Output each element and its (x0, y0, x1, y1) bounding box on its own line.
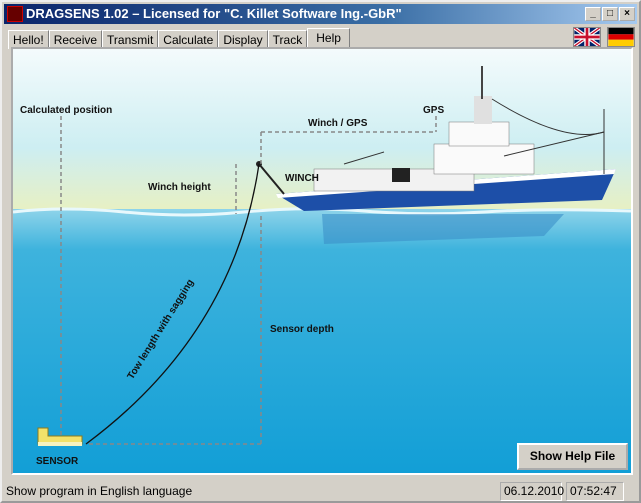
minimize-button[interactable]: _ (585, 7, 601, 21)
status-date: 06.12.2010 (500, 482, 564, 501)
tab-calculate[interactable]: Calculate (158, 30, 219, 49)
window-title: DRAGSENS 1.02 – Licensed for "C. Killet … (26, 6, 402, 21)
winch-gps-label: Winch / GPS (308, 118, 368, 129)
winch-label: WINCH (285, 173, 319, 184)
tab-track[interactable]: Track (267, 30, 308, 49)
status-message: Show program in English language (6, 484, 193, 498)
gps-label: GPS (423, 105, 445, 116)
tab-receive[interactable]: Receive (48, 30, 103, 49)
tab-transmit[interactable]: Transmit (102, 30, 159, 49)
german-flag-icon[interactable] (607, 27, 635, 47)
close-button[interactable]: × (619, 7, 635, 21)
calculated-position-label: Calculated position (20, 105, 113, 116)
show-help-file-button[interactable]: Show Help File (517, 443, 628, 470)
maximize-button[interactable]: □ (602, 7, 618, 21)
title-bar: DRAGSENS 1.02 – Licensed for "C. Killet … (4, 4, 637, 24)
status-time: 07:52:47 (566, 482, 624, 501)
app-icon (7, 6, 23, 22)
winch-height-label: Winch height (148, 182, 211, 193)
tab-display[interactable]: Display (218, 30, 268, 49)
tab-hello[interactable]: Hello! (8, 30, 49, 49)
sensor-depth-label: Sensor depth (270, 324, 334, 335)
tab-help[interactable]: Help (307, 28, 350, 49)
help-diagram: Calculated position GPS Winch / GPS Winc… (11, 47, 633, 475)
sensor-label: SENSOR (36, 456, 79, 467)
tab-bar: Hello! Receive Transmit Calculate Displa… (8, 28, 350, 49)
english-flag-icon[interactable] (573, 27, 601, 47)
dragsens-illustration (13, 49, 631, 473)
